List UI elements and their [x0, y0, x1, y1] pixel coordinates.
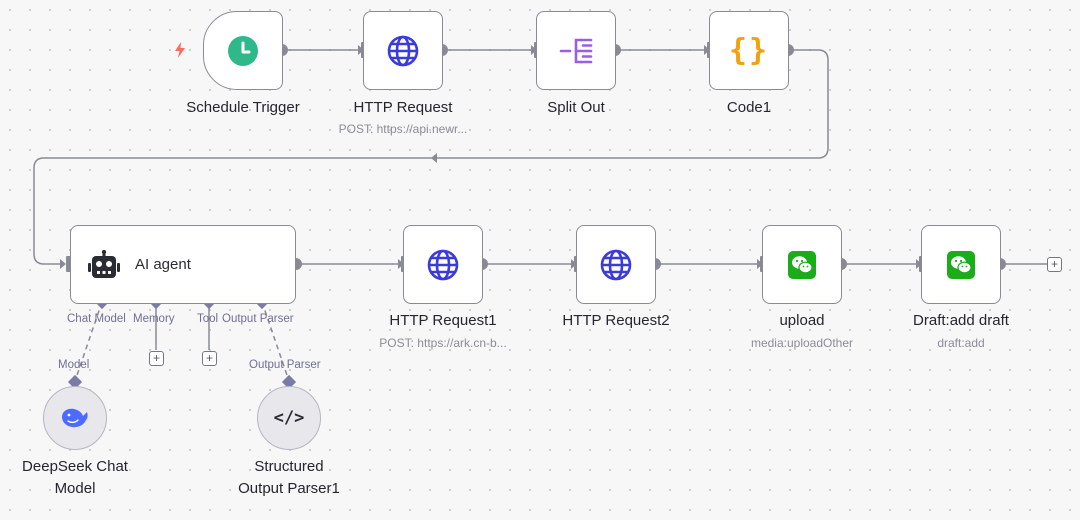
node-label-deepseek-line2: Model [54, 480, 96, 497]
node-label-http-request: HTTP Request [353, 99, 453, 116]
node-subtitle-http-request: POST: https://api.newr... [338, 122, 468, 136]
deepseek-whale-icon [60, 407, 90, 429]
add-memory-button[interactable]: + [149, 351, 164, 366]
node-subtitle-http-request1: POST: https://ark.cn-b... [379, 336, 507, 350]
globe-icon [599, 248, 633, 282]
lightning-icon [172, 41, 188, 59]
port-label-model: Model [58, 359, 90, 371]
globe-icon [386, 34, 420, 68]
node-subtitle-upload: media:uploadOther [750, 336, 854, 350]
wire-chatmodel-deepseek [74, 301, 103, 382]
node-split-out[interactable] [536, 11, 616, 90]
robot-icon [87, 249, 121, 280]
port-label-chat-model: Chat Model [67, 313, 126, 325]
wechat-icon [788, 250, 816, 279]
node-label-ai-agent: AI agent [135, 256, 191, 273]
node-label-parser-line1: Structured [254, 458, 324, 475]
code-tag-icon: </> [273, 408, 305, 428]
port-label-output-parser-in: Output Parser [249, 359, 321, 371]
node-http-request[interactable] [363, 11, 443, 90]
node-deepseek-chat-model[interactable] [43, 386, 107, 450]
port-label-memory: Memory [133, 313, 175, 325]
node-label-split-out: Split Out [547, 99, 605, 116]
node-label-http-request2: HTTP Request2 [562, 312, 670, 329]
add-node-button[interactable]: + [1047, 257, 1062, 272]
port-label-tool: Tool [197, 313, 219, 325]
node-label-upload: upload [779, 312, 825, 329]
globe-icon [426, 248, 460, 282]
wechat-icon [947, 250, 975, 279]
node-label-draft-add: Draft:add draft [913, 312, 1009, 329]
split-out-icon [559, 36, 593, 66]
code-braces-icon: {} [728, 33, 770, 68]
node-http-request1[interactable] [403, 225, 483, 304]
clock-icon [227, 35, 259, 67]
node-upload[interactable] [762, 225, 842, 304]
node-ai-agent[interactable]: AI agent [70, 225, 296, 304]
port-label-output-parser: Output Parser [222, 313, 294, 325]
node-label-parser-line2: Output Parser1 [238, 480, 340, 497]
node-subtitle-draft-add: draft:add [937, 336, 985, 350]
node-structured-output-parser[interactable]: </> [257, 386, 321, 450]
node-draft-add[interactable] [921, 225, 1001, 304]
node-label-schedule-trigger: Schedule Trigger [186, 99, 300, 116]
node-label-code1: Code1 [726, 99, 772, 116]
node-code1[interactable]: {} [709, 11, 789, 90]
node-http-request2[interactable] [576, 225, 656, 304]
node-schedule-trigger[interactable] [203, 11, 283, 90]
node-label-deepseek-line1: DeepSeek Chat [22, 458, 128, 475]
wire-parser-structured [261, 301, 290, 382]
add-tool-button[interactable]: + [202, 351, 217, 366]
node-label-http-request1: HTTP Request1 [389, 312, 497, 329]
